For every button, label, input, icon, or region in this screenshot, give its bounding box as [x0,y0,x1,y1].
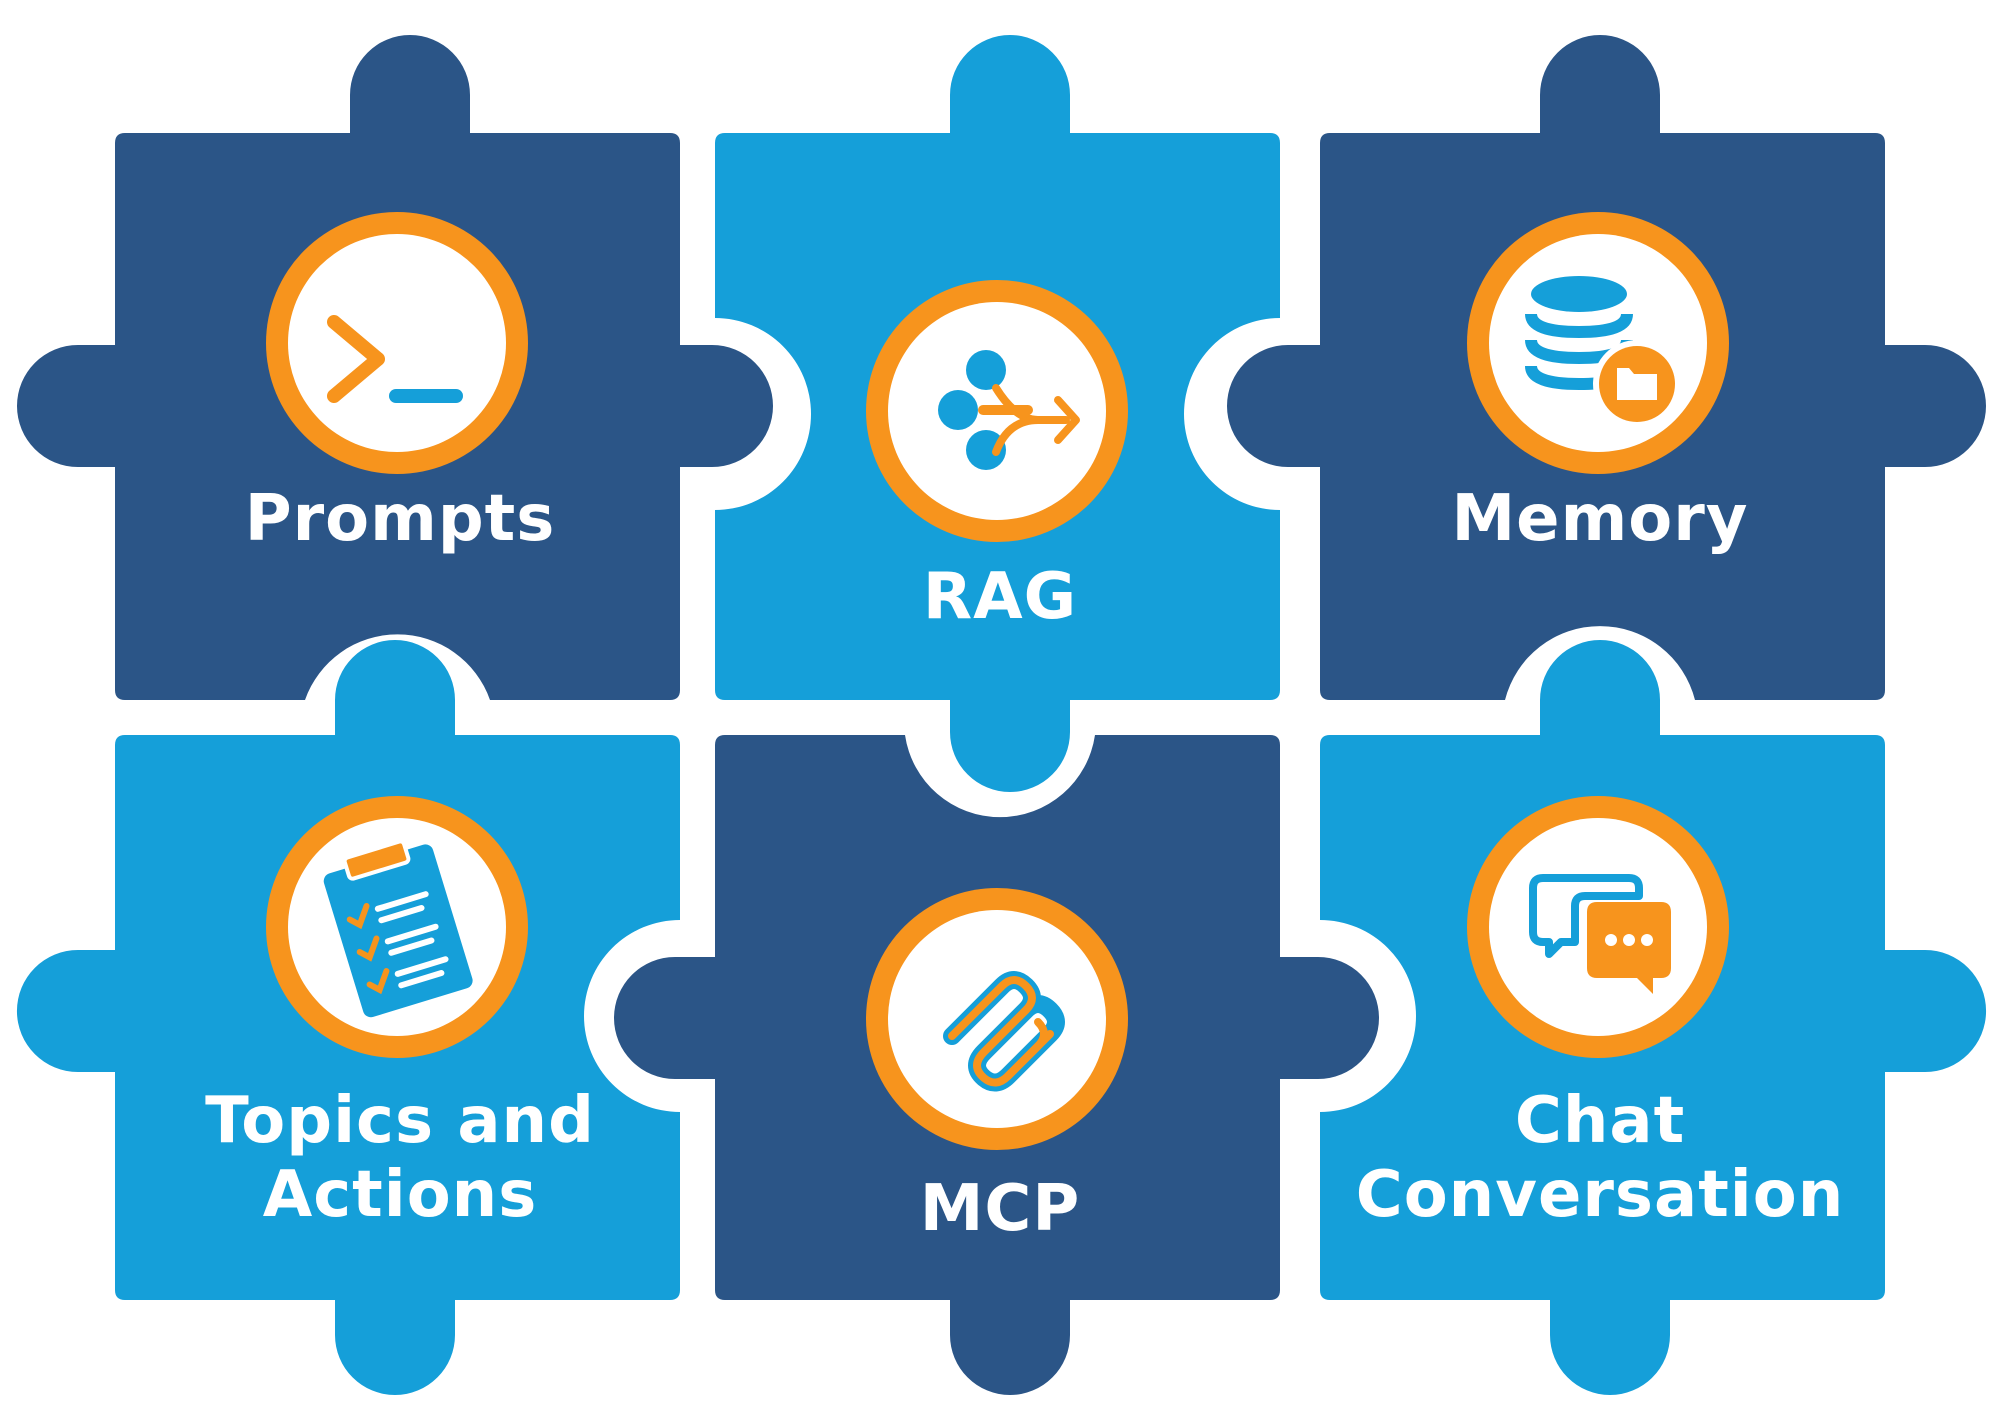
chat-badge [1467,796,1729,1058]
label-chat-line-1: Chat [1514,1084,1686,1158]
label-chat-line-2: Conversation [1355,1158,1845,1232]
label-topics-actions: Topics and Actions [140,1084,660,1232]
memory-badge [1467,212,1729,474]
label-memory-line-1: Memory [1451,482,1749,556]
label-prompts: Prompts [140,482,660,556]
label-rag-line-1: RAG [922,560,1078,634]
label-memory: Memory [1340,482,1860,556]
label-mcp: MCP [740,1172,1260,1246]
terminal-prompt-icon [327,315,463,403]
checklist-clipboard-icon [323,839,473,1018]
prompts-badge [266,212,528,474]
label-prompts-line-1: Prompts [244,482,556,556]
mcp-logo-icon [943,971,1065,1092]
label-topics-actions-line-1: Topics and [205,1084,595,1158]
mcp-badge [866,888,1128,1150]
label-mcp-line-1: MCP [919,1172,1081,1246]
merge-arrows-icon [938,350,1080,470]
rag-badge [866,280,1128,542]
label-topics-actions-line-2: Actions [262,1158,538,1232]
database-folder-icon [1525,276,1681,428]
label-rag: RAG [740,560,1260,634]
chat-bubbles-icon [1529,874,1671,994]
label-chat: Chat Conversation [1340,1084,1860,1232]
topics-actions-badge [266,796,528,1058]
